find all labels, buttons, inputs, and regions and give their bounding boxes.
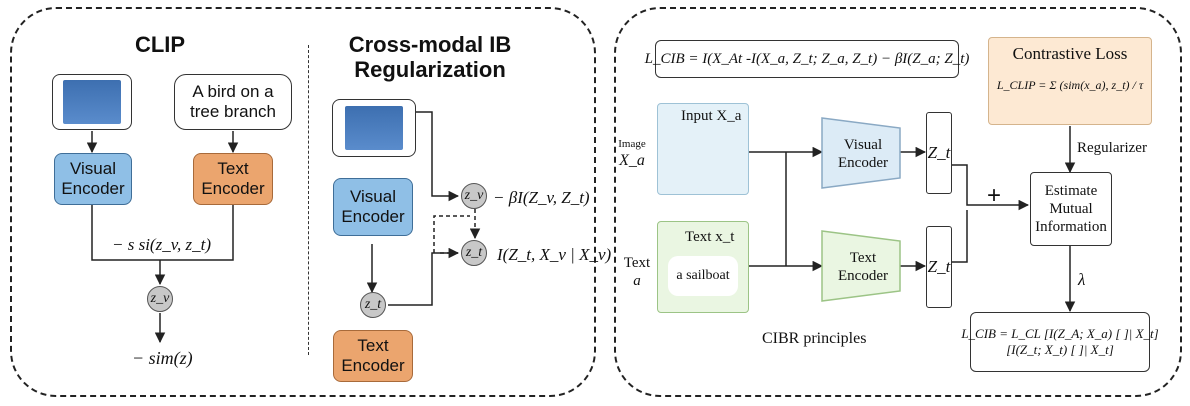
lambda-label: λ (1078, 270, 1086, 289)
text-xt-label: Text x_t (685, 229, 735, 245)
estimate-line-3: Information (1035, 219, 1107, 235)
text-label-1: Text (623, 255, 651, 271)
panel-divider (308, 45, 309, 355)
text-encoder-label-2: Encoder (201, 179, 265, 198)
contrastive-loss-box: Contrastive Loss L_CLIP = Σ (sim(x_a), z… (988, 37, 1152, 125)
clip-image-box (52, 74, 132, 130)
ib-zt-to-zt-line (388, 247, 460, 306)
visual-encoder-label-2: Encoder (61, 179, 125, 198)
caption-line-1: A bird on a (192, 81, 274, 101)
text-side-label: Text a (617, 254, 657, 290)
right-text-encoder-line-1: Text (849, 250, 877, 266)
final-loss-box: L_CIB = L_CL [I(Z_A; X_a) [ ]| X_t] [I(Z… (961, 312, 1159, 372)
sailboat-caption-box: a sailboat (668, 256, 738, 296)
ib-text-encoder: Text Encoder (333, 330, 413, 382)
estimate-line-1: Estimate (1044, 183, 1098, 199)
right-visual-encoder-line-2: Encoder (838, 155, 888, 171)
ib-image-box (332, 99, 416, 157)
text-label-2: a (633, 273, 641, 289)
right-panel (614, 7, 1182, 397)
zt-bottom-to-estimate (951, 210, 968, 263)
zt-bottom-box: Z_t (926, 226, 952, 308)
regularizer-label: Regularizer (1077, 140, 1147, 156)
ib-title: Cross-modal IB Regularization (330, 32, 530, 83)
estimate-mi-box: Estimate Mutual Information (1030, 172, 1112, 246)
input-label: Input X_a (681, 108, 742, 124)
right-visual-encoder-line-1: Visual (843, 137, 883, 153)
ib-visual-encoder-label-2: Encoder (341, 207, 405, 226)
right-text-encoder-label: Text Encoder (828, 249, 898, 285)
input-image-box (657, 103, 749, 195)
ib-visual-encoder-label-1: Visual (350, 186, 396, 206)
ib-zt-bottom-node: z_t (360, 292, 386, 318)
clip-title: CLIP (134, 32, 186, 57)
clip-caption-box: A bird on a tree branch (174, 74, 292, 130)
right-visual-encoder-label: Visual Encoder (828, 136, 898, 172)
right-text-encoder-line-2: Encoder (838, 268, 888, 284)
sim-label: − sim(z) (132, 348, 193, 368)
ib-title-line-1: Cross-modal IB (348, 32, 512, 57)
cibr-principles-label: CIBR principles (762, 330, 867, 347)
ib-zv-node: z_v (461, 183, 487, 209)
visual-encoder-label-1: Visual (70, 158, 116, 178)
ib-image-to-zv-arrow (416, 111, 460, 202)
zt-top-box: Z_t (926, 112, 952, 194)
ib-zt-node: z_t (461, 240, 487, 266)
image-label-2: X_a (619, 152, 645, 170)
zt-top-to-estimate (951, 164, 1030, 211)
caption-line-2: tree branch (190, 102, 276, 121)
beta-label: − βI(Z_v, Z_t) (493, 188, 590, 207)
ib-dashed-link (433, 215, 470, 253)
image-side-label: Image X_a (612, 138, 652, 170)
visual-encoder-shape (821, 117, 901, 189)
clip-text-encoder: Text Encoder (193, 153, 273, 205)
ib-visual-encoder: Visual Encoder (333, 178, 413, 236)
final-loss-line-1: L_CIB = L_CL [I(Z_A; X_a) [ ]| X_t] (961, 326, 1159, 342)
ib-title-line-2: Regularization (354, 57, 506, 83)
ib-text-encoder-label-2: Encoder (341, 356, 405, 375)
plus-sign: + (987, 182, 1002, 209)
text-encoder-label-1: Text (217, 158, 249, 178)
final-loss-line-2: [I(Z_t; X_t) [ ]| X_t] (1006, 342, 1114, 357)
left-panel (10, 7, 596, 397)
ssi-label: − s si(z_v, z_t) (112, 235, 211, 254)
image-label-1: Image (618, 138, 646, 150)
clip-loss-formula: L_CLIP = Σ (sim(x_a), z_t) / τ (996, 78, 1144, 92)
clip-visual-encoder: Visual Encoder (54, 153, 132, 205)
clip-zv-node: z_v (147, 286, 173, 312)
estimate-line-2: Mutual (1049, 201, 1093, 217)
text-encoder-shape (821, 230, 901, 302)
cib-formula-box: L_CIB = I(X_At -I(X_a, Z_t; Z_a, Z_t) − … (645, 40, 969, 78)
bird-image-thumbnail (63, 80, 121, 124)
ib-text-encoder-label-1: Text (357, 335, 389, 355)
mi-label: I(Z_t, X_v | X_v) (497, 245, 612, 264)
clip-merge-line (91, 205, 234, 261)
ib-bird-image-thumbnail (345, 106, 403, 150)
contrastive-loss-title: Contrastive Loss (1012, 44, 1128, 63)
